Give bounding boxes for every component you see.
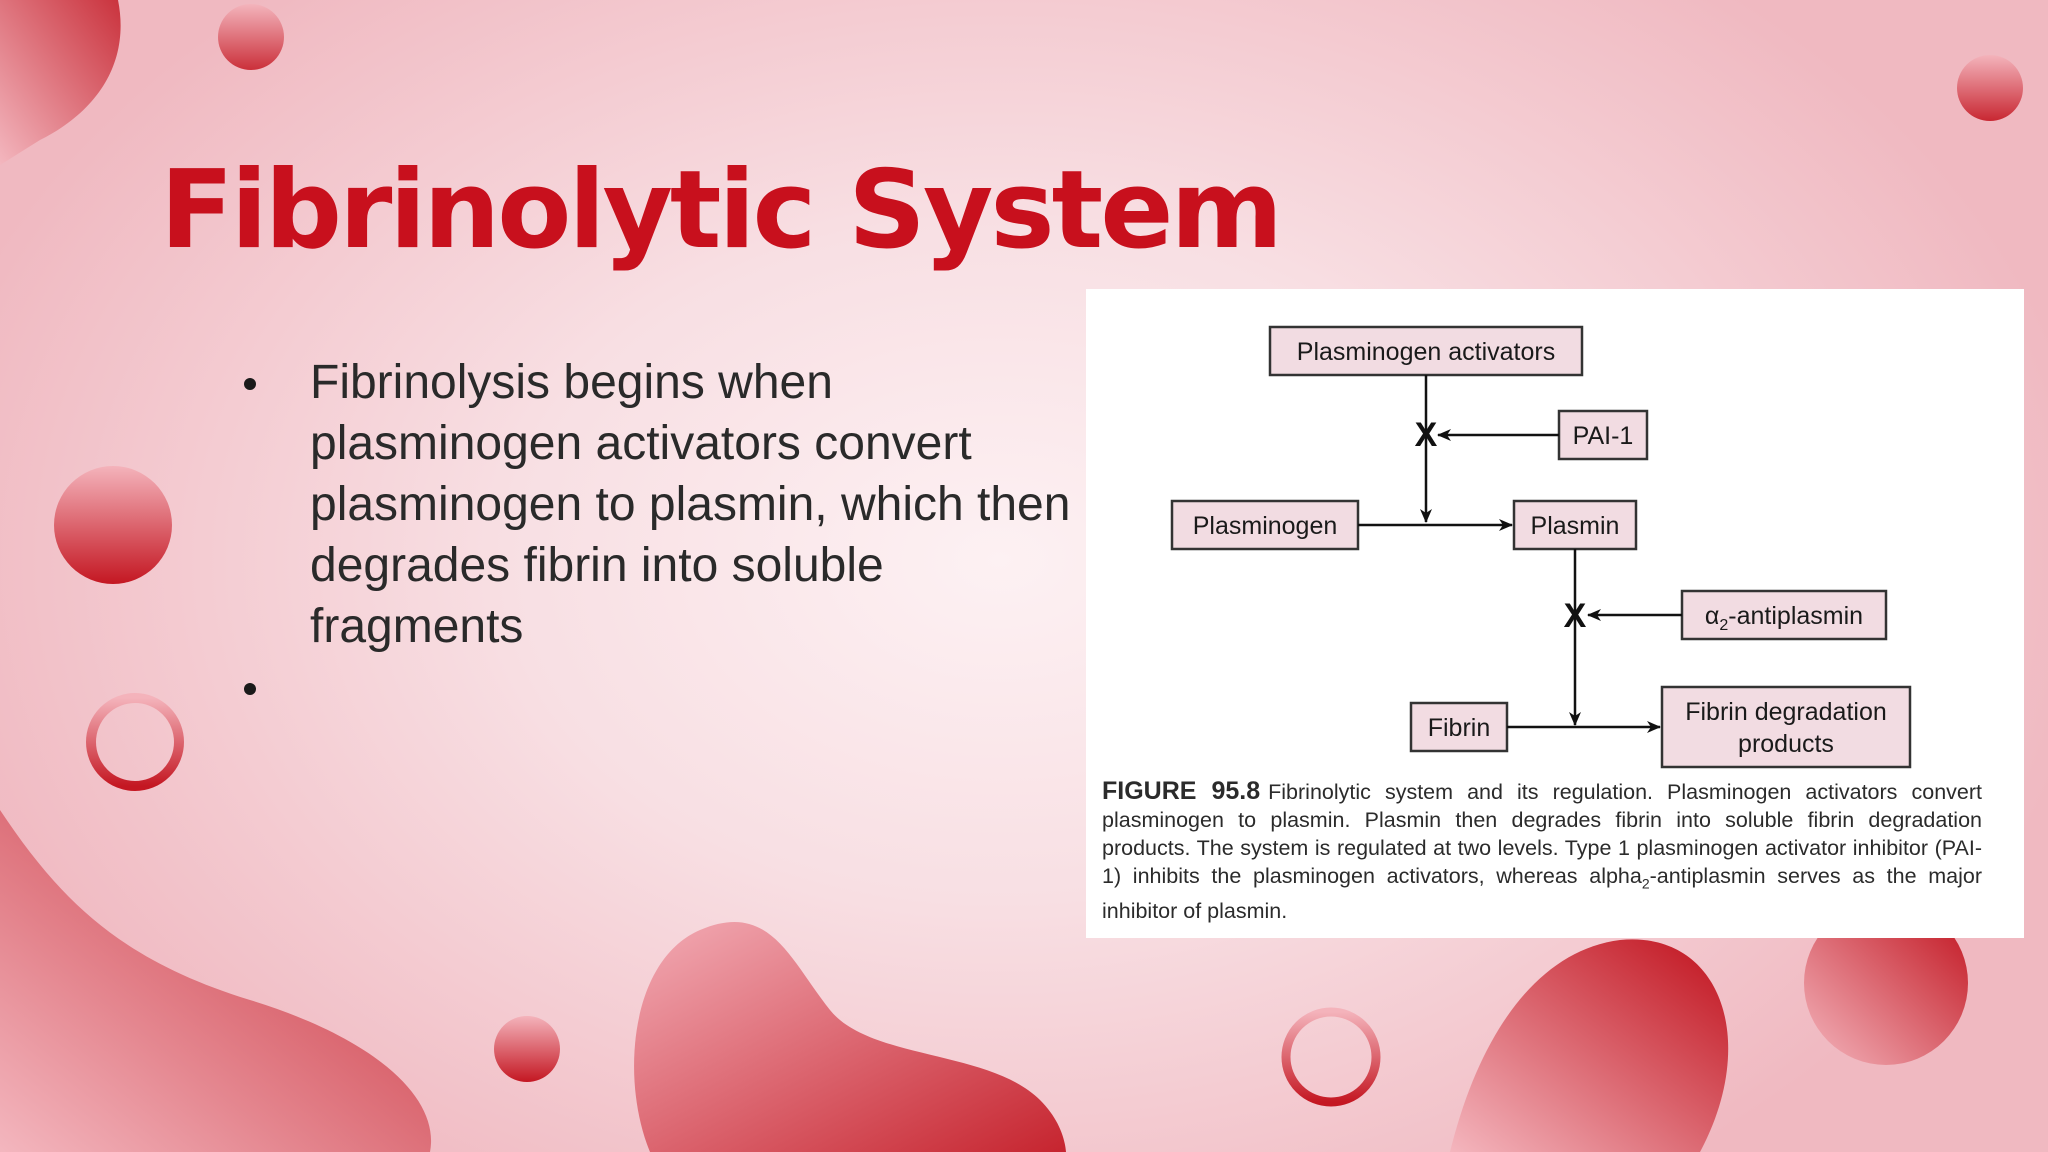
label-fdp-line2: products — [1738, 730, 1834, 758]
fibrinolysis-diagram: Plasminogen activators PAI-1 Plasminogen… — [1170, 325, 1912, 769]
corner-blob-top-left — [0, 0, 121, 165]
figure-label: FIGURE 95.8 — [1102, 777, 1261, 805]
bubble-top — [218, 4, 284, 70]
bullet-dot — [244, 378, 256, 390]
figure-panel: Plasminogen activators PAI-1 Plasminogen… — [1086, 289, 2024, 938]
caption-subscript: 2 — [1641, 875, 1650, 892]
node-plasminogen-activators: Plasminogen activators — [1268, 325, 1584, 377]
label-fdp-line1: Fibrin degradation — [1685, 698, 1887, 726]
inhibition-mark-pai1: X — [1415, 416, 1438, 454]
caption-text-part1: Fibrinolytic system and its regulation. … — [1102, 780, 1982, 888]
node-plasmin: Plasmin — [1512, 499, 1638, 551]
caption-text-part2: -antiplasmin serves as the major inhibit… — [1102, 864, 1982, 924]
bubble-top-right — [1957, 55, 2023, 121]
node-fibrin-degradation-products: Fibrin degradation products — [1660, 685, 1912, 769]
bullet-list: Fibrinolysis begins when plasminogen act… — [240, 352, 1080, 718]
bubble-left — [54, 466, 172, 584]
node-fibrin: Fibrin — [1409, 701, 1509, 753]
node-plasminogen: Plasminogen — [1170, 499, 1360, 551]
label-plasminogen-activators: Plasminogen activators — [1297, 338, 1555, 366]
wave-bottom-left — [0, 810, 432, 1152]
label-alpha2-antiplasmin: α2-antiplasmin — [1705, 602, 1863, 634]
node-alpha2-antiplasmin: α2-antiplasmin — [1680, 589, 1888, 641]
ring-bottom — [1281, 1007, 1381, 1107]
slide-title: Fibrinolytic System — [160, 148, 1283, 273]
label-pai1: PAI-1 — [1573, 422, 1634, 450]
bullet-item: Fibrinolysis begins when plasminogen act… — [240, 352, 1080, 657]
bubble-bottom — [494, 1016, 560, 1082]
bullet-dot — [244, 683, 256, 695]
bullet-item-empty — [240, 657, 1080, 718]
label-fibrin: Fibrin — [1428, 714, 1491, 742]
bubble-right — [1804, 901, 1968, 1065]
blob-bottom-center — [634, 921, 1066, 1152]
bullet-text: Fibrinolysis begins when plasminogen act… — [310, 356, 1071, 653]
ring-left — [86, 693, 184, 791]
inhibition-mark-alpha2: X — [1564, 597, 1587, 635]
label-plasmin: Plasmin — [1531, 512, 1620, 540]
node-pai1: PAI-1 — [1557, 409, 1649, 461]
blob-bottom-right — [1450, 939, 1729, 1152]
label-plasminogen: Plasminogen — [1193, 512, 1338, 540]
